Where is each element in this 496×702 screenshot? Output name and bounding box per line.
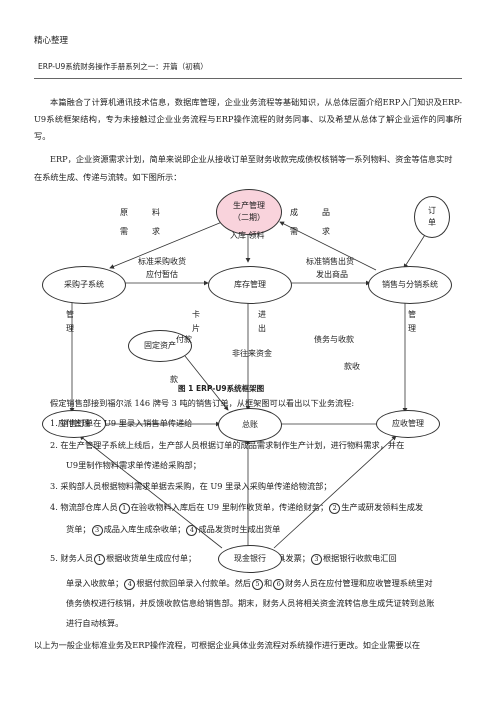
label-stub-left: 款 xyxy=(170,375,178,384)
subtitle-rule xyxy=(34,78,462,79)
node-production: 生产管理（二期） xyxy=(216,189,282,235)
closing-line: 以上为一般企业标准业务及ERP操作流程，可根据企业具体业务流程对系统操作进行更改… xyxy=(34,640,421,650)
erp-line-2: 在系统生成、传递与流转。如下图所示： xyxy=(34,172,182,182)
circle-num-5: 1 xyxy=(94,553,106,565)
example-line: 假定销售部接到福尔派 146 牌号 3 吨的销售订单，从框架图可以看出以下业务流… xyxy=(50,398,355,408)
intro-paragraph: 本篇融合了计算机通讯技术信息，数据库管理，企业业务流程等基础知识，从总体层面介绍… xyxy=(34,97,462,141)
edge-sales-production xyxy=(279,221,377,271)
circle-num-9: 6 xyxy=(273,578,285,590)
erp-line-1: ERP，企业资源需求计划，简单来说即企业从接收订单至财务收款完成债权核销等一系列… xyxy=(50,154,453,164)
step-1: 1. 销售订单在 U9 里录入销售单传递给 xyxy=(50,418,193,428)
node-inventory: 库存管理 xyxy=(208,266,292,304)
page-header-title: 精心整理 xyxy=(34,36,69,46)
node-purchase: 采购子系统 xyxy=(42,266,126,304)
circle-num-1: 1 xyxy=(118,502,130,514)
node-bank: 现金银行 xyxy=(218,545,282,573)
node-receivables: 应收管理 xyxy=(376,410,440,438)
circle-num-6: 3 xyxy=(310,553,322,565)
label-debt-collection: 债务与收款 xyxy=(314,335,354,344)
edge-bank-receivables xyxy=(273,435,397,549)
circle-num-7: 4 xyxy=(124,578,136,590)
node-order: 订单 xyxy=(414,196,450,238)
circle-num-4: 4 xyxy=(186,524,198,536)
node-fixed-assets: 固定资产 xyxy=(128,330,192,362)
circle-num-2: 2 xyxy=(329,502,341,514)
doc-subtitle: ERP-U9系统财务操作手册系列之一：开篇（初稿） xyxy=(38,62,208,71)
edge-bank-payables xyxy=(79,435,223,549)
label-pay-hint: 付款 xyxy=(176,335,192,344)
label-mgmt-left: 管理 xyxy=(66,310,74,333)
label-std-purchase: 标准采购收货 xyxy=(138,257,186,266)
label-in-out: 进出 xyxy=(258,310,266,333)
node-ledger: 总账 xyxy=(218,408,282,442)
label-card: 卡片 xyxy=(192,310,204,333)
step-3: 3. 采购部人员根据物料需求单据去采购，在 U9 里录入采购单传递给物流部； xyxy=(50,481,332,491)
step-5-line-d: 进行自动核算。 xyxy=(66,618,124,628)
node-sales: 销售与分销系统 xyxy=(368,266,452,304)
figure-caption: 图 1 ERP-U9系统框架图 xyxy=(178,384,265,393)
node-payables: 应付管理 xyxy=(42,410,106,438)
label-mgmt-right: 管理 xyxy=(408,310,416,333)
label-receive-hint: 款收 xyxy=(344,362,360,371)
edge-production-purchase xyxy=(109,221,223,269)
circle-num-8: 5 xyxy=(251,578,263,590)
circle-num-3: 3 xyxy=(91,524,103,536)
label-product-demand: 成品需求 xyxy=(290,208,354,236)
step-2-line-b: U9里制作物料需求单传递给采购部； xyxy=(66,460,201,470)
label-raw-material: 原料需求 xyxy=(120,208,184,236)
edge-fixedassets-ledger xyxy=(184,355,229,411)
label-issue-goods: 发出商品 xyxy=(316,270,348,279)
step-2-line-a: 2. 在生产管理子系统上线后，生产部人员根据订单的成品需求制作生产计划，进行物料… xyxy=(50,440,405,450)
label-payable-est: 应付暂估 xyxy=(146,270,178,279)
step-5-line-c: 债务债权进行核销，并反馈收款信息给销售部。期末，财务人员将相关资金流转信息生成凭… xyxy=(66,598,435,608)
label-std-sales: 标准销售出货 xyxy=(306,257,354,266)
label-stock-in-out: 入库 领料 xyxy=(230,231,265,240)
label-funds-hint: 非往来资金 xyxy=(232,349,272,358)
